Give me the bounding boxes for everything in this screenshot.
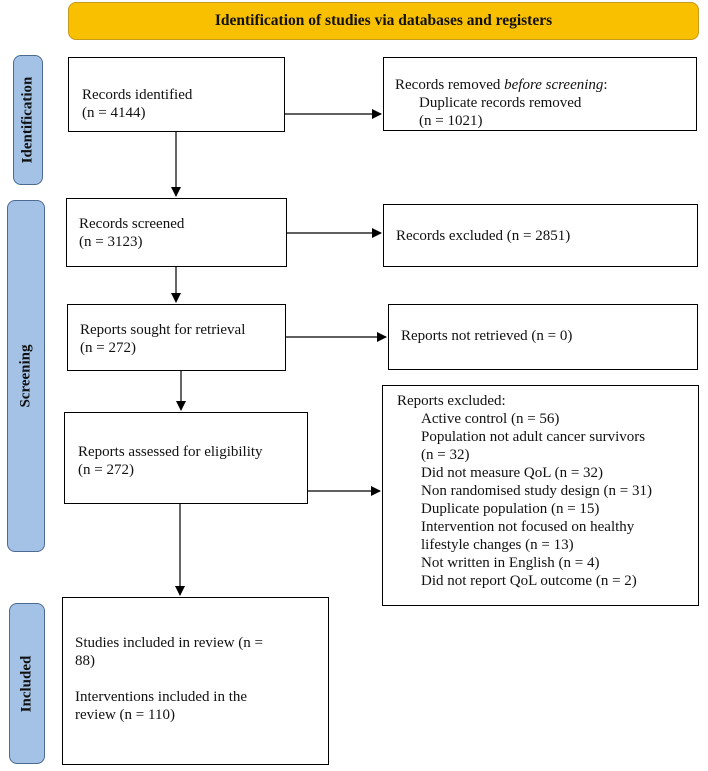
records-excluded-label: Records excluded (n = 2851) [396,228,571,244]
flow-header: Identification of studies via databases … [68,2,699,40]
stage-screening: Screening [7,200,45,552]
reports-assessed-label: Reports assessed for eligibility [78,444,263,460]
reports-sought-box: Reports sought for retrieval (n = 272) [67,304,286,371]
studies-included-count: 88) [75,653,95,669]
reports-not-retrieved-label: Reports not retrieved (n = 0) [401,328,573,344]
records-screened-box: Records screened (n = 3123) [66,198,287,267]
exclusion-reason: Intervention not focused on healthy [421,519,635,535]
reports-sought-count: (n = 272) [80,340,136,356]
reports-assessed-count: (n = 272) [78,462,134,478]
reports-not-retrieved-box: Reports not retrieved (n = 0) [388,304,698,370]
exclusion-reason: Duplicate population (n = 15) [421,501,600,517]
records-screened-count: (n = 3123) [79,234,143,250]
stage-included-label: Included [18,655,35,712]
stage-screening-label: Screening [17,344,34,408]
exclusion-reason: Not written in English (n = 4) [421,555,600,571]
records-removed-title: Records removed before screening: [395,77,608,93]
records-removed-box: Records removed before screening: Duplic… [383,57,697,131]
exclusion-reason: Did not report QoL outcome (n = 2) [421,573,637,589]
exclusion-reason: Active control (n = 56) [421,411,560,427]
records-screened-label: Records screened [79,216,185,232]
reports-excluded-title: Reports excluded: [397,393,506,409]
exclusion-reason: Non randomised study design (n = 31) [421,483,652,499]
records-identified-count: (n = 4144) [82,105,146,121]
records-removed-count: (n = 1021) [419,113,483,129]
studies-included-label: Studies included in review (n = [75,635,264,651]
exclusion-reason: (n = 32) [421,447,470,463]
exclusion-reason: Population not adult cancer survivors [421,429,646,445]
reports-sought-label: Reports sought for retrieval [80,322,246,338]
interventions-included-label: Interventions included in the [75,689,248,705]
exclusion-reason: Did not measure QoL (n = 32) [421,465,604,481]
exclusion-reason: lifestyle changes (n = 13) [421,537,574,553]
included-spacer [75,670,328,688]
stage-identification: Identification [13,55,43,185]
stage-included: Included [9,603,45,764]
reports-excluded-box: Reports excluded: Active control (n = 56… [382,385,699,606]
stage-identification-label: Identification [19,76,36,164]
records-excluded-box: Records excluded (n = 2851) [383,204,698,267]
records-identified-box: Records identified (n = 4144) [68,57,285,132]
interventions-included-count: review (n = 110) [75,707,175,723]
records-identified-label: Records identified [82,87,193,103]
flow-header-title: Identification of studies via databases … [214,12,553,29]
records-removed-duplicates: Duplicate records removed [419,95,582,111]
included-box: Studies included in review (n = 88) Inte… [62,597,329,765]
reports-assessed-box: Reports assessed for eligibility (n = 27… [64,412,308,504]
